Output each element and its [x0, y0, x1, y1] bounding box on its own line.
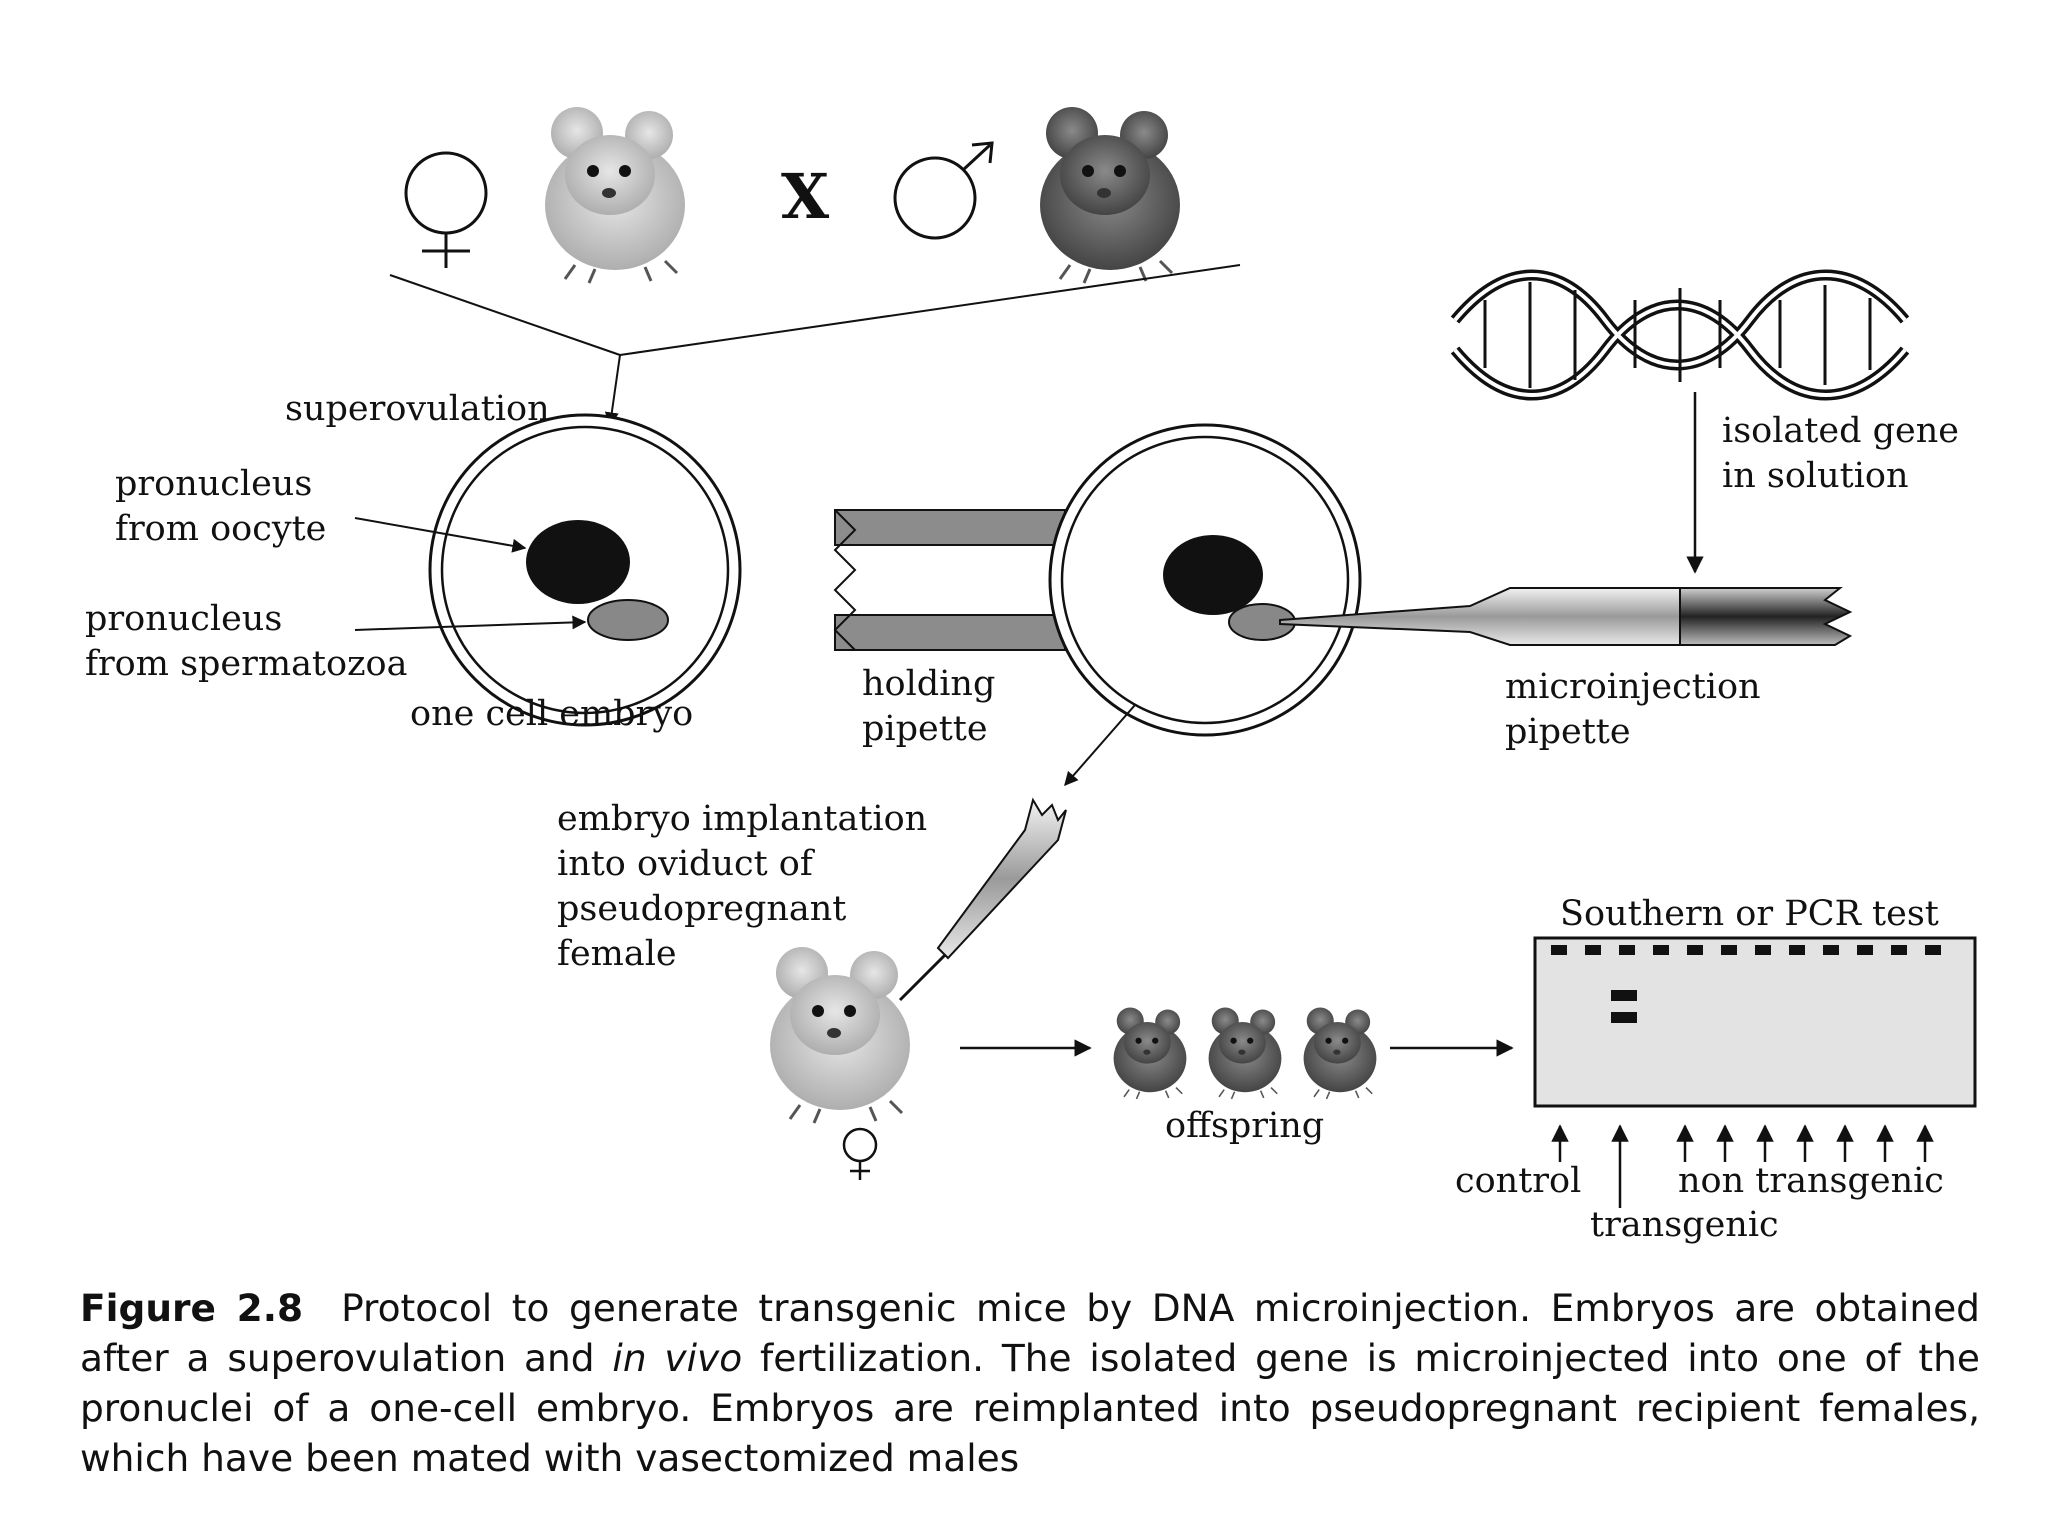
male-mouse-icon — [1038, 105, 1182, 285]
offspring-mouse-icon — [1112, 1006, 1188, 1100]
offspring-mouse-icon — [1302, 1006, 1378, 1100]
pronucleus-sperm-label: pronucleus from spermatozoa — [85, 599, 407, 684]
transgenic-bands — [1611, 990, 1637, 1023]
arrow-icon — [354, 615, 587, 631]
offspring-mouse-icon — [1207, 1006, 1283, 1100]
gel-box — [1533, 936, 1977, 1108]
microinjection-pipette-label: microinjection pipette — [1505, 667, 1772, 752]
sperm-pronucleus — [587, 599, 669, 641]
recipient-female-mouse-icon — [768, 945, 912, 1125]
cross-funnel — [389, 264, 1241, 427]
female-symbol-icon — [404, 151, 488, 268]
figure-number: Figure 2.8 — [80, 1286, 304, 1330]
implantation-pipette — [898, 797, 1067, 1002]
implantation-label: embryo implantation into oviduct of pseu… — [557, 799, 938, 974]
arrow-icon — [354, 517, 527, 553]
isolated-gene-label: isolated gene in solution — [1722, 411, 1970, 496]
holding-pipette — [833, 509, 1066, 651]
lane-arrows — [1551, 1124, 1934, 1208]
non-transgenic-label: non transgenic — [1678, 1161, 1944, 1201]
caption-text-1: Protocol to generate transgenic mice by … — [80, 1286, 1980, 1380]
one-cell-embryo-label: one cell embryo — [410, 694, 693, 734]
control-label: control — [1455, 1161, 1581, 1201]
one-cell-embryo — [428, 413, 742, 727]
female-symbol-icon — [842, 1127, 878, 1180]
arrow-icon — [1064, 704, 1136, 787]
holding-pipette-label: holding pipette — [862, 664, 1007, 749]
male-symbol-icon — [893, 141, 994, 240]
dna-helix-icon — [1450, 269, 1910, 401]
gel-wells — [1551, 945, 1941, 955]
oocyte-pronucleus — [526, 520, 630, 604]
female-mouse-icon — [543, 105, 687, 285]
caption-text-2: fertilization. The isolated gene is micr… — [80, 1336, 1980, 1480]
caption-italic: in vivo — [612, 1336, 743, 1380]
transgenic-label: transgenic — [1590, 1205, 1779, 1245]
offspring-label: offspring — [1165, 1106, 1324, 1146]
injected-embryo — [1048, 423, 1362, 737]
test-title: Southern or PCR test — [1560, 894, 1939, 934]
superovulation-label: superovulation — [285, 389, 550, 429]
microinjection-pipette — [1279, 587, 1853, 646]
pronucleus-oocyte-label: pronucleus from oocyte — [115, 464, 326, 549]
cross-symbol: X — [781, 160, 830, 233]
